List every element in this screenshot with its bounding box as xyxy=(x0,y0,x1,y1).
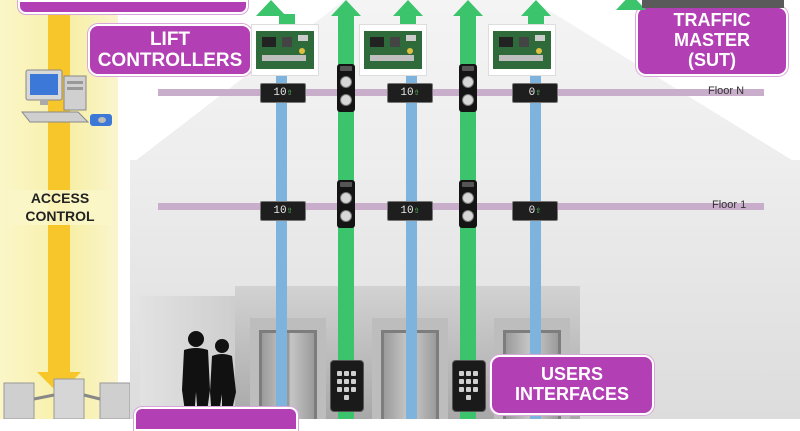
computer-icon xyxy=(18,68,118,138)
floor-indicator: 0⇧ xyxy=(512,201,558,221)
access-control-arrow xyxy=(48,0,70,378)
up-arrow-icon: ⇧ xyxy=(413,88,420,99)
down-call-button[interactable] xyxy=(340,210,352,222)
down-call-button[interactable] xyxy=(462,94,474,106)
up-arrow-icon: ⇧ xyxy=(286,88,293,99)
traffic-master-line-3: (SUT) xyxy=(687,49,736,70)
hall-call-panel[interactable] xyxy=(459,180,477,228)
floor-indicator-value: 0 xyxy=(528,205,536,217)
users-interfaces-label: USERS INTERFACES xyxy=(490,355,654,415)
green-arrow-head xyxy=(616,0,646,10)
floor-indicator-value: 0 xyxy=(528,87,536,99)
lift-controllers-label: LIFT CONTROLLERS xyxy=(88,24,252,76)
traffic-master-device xyxy=(642,0,784,8)
up-arrow-icon: ⇧ xyxy=(286,206,293,217)
traffic-master-label: TRAFFIC MASTER (SUT) xyxy=(636,6,788,76)
up-call-button[interactable] xyxy=(462,192,474,204)
up-call-button[interactable] xyxy=(462,76,474,88)
traffic-master-line-1: TRAFFIC xyxy=(673,10,751,31)
floor-indicator-value: 10 xyxy=(273,87,287,99)
floor-indicator: 10⇧ xyxy=(260,83,306,103)
access-keypad[interactable] xyxy=(452,360,486,412)
down-call-button[interactable] xyxy=(462,210,474,222)
bottom-left-label xyxy=(134,407,298,431)
green-arrow-head xyxy=(521,0,551,16)
lift-shaft-blue xyxy=(530,70,541,419)
lift-controllers-line-2: CONTROLLERS xyxy=(97,50,243,71)
turnstile-icon xyxy=(0,375,131,420)
floor-indicator-value: 10 xyxy=(273,205,287,217)
lift-door xyxy=(259,330,317,419)
hall-call-panel[interactable] xyxy=(337,64,355,112)
green-arrow-head xyxy=(331,0,361,16)
floor-indicator: 10⇧ xyxy=(387,83,433,103)
floor-indicator-value: 10 xyxy=(400,205,414,217)
up-arrow-icon: ⇧ xyxy=(413,206,420,217)
access-control-line-2: CONTROL xyxy=(25,207,95,224)
lift-controllers-line-1: LIFT xyxy=(149,29,191,51)
access-keypad[interactable] xyxy=(330,360,364,412)
hall-call-panel[interactable] xyxy=(337,180,355,228)
floor-indicator: 0⇧ xyxy=(512,83,558,103)
lift-shaft-blue xyxy=(406,70,417,419)
down-call-button[interactable] xyxy=(340,94,352,106)
hall-call-panel[interactable] xyxy=(459,64,477,112)
access-control-line-1: ACCESS xyxy=(30,190,90,206)
green-arrow-head xyxy=(256,0,286,16)
green-arrow-head xyxy=(393,0,423,16)
top-left-label xyxy=(18,0,248,14)
up-arrow-icon: ⇧ xyxy=(535,206,542,217)
people-silhouette xyxy=(176,330,246,419)
up-arrow-icon: ⇧ xyxy=(535,88,542,99)
floor-indicator: 10⇧ xyxy=(387,201,433,221)
access-control-label: ACCESS CONTROL xyxy=(8,190,112,225)
floor-label-top: Floor N xyxy=(708,85,745,97)
green-arrow-head xyxy=(453,0,483,16)
up-call-button[interactable] xyxy=(340,192,352,204)
up-call-button[interactable] xyxy=(340,76,352,88)
floor-indicator-value: 10 xyxy=(400,87,414,99)
users-interfaces-line-1: USERS xyxy=(540,364,603,385)
users-interfaces-line-2: INTERFACES xyxy=(514,384,629,404)
traffic-master-line-2: MASTER xyxy=(673,30,750,51)
lift-shaft-blue xyxy=(276,70,287,419)
lift-controller-board xyxy=(359,24,427,76)
floor-indicator: 10⇧ xyxy=(260,201,306,221)
floor-label-bottom: Floor 1 xyxy=(712,199,747,211)
lift-controller-board xyxy=(251,24,319,76)
lift-controller-board xyxy=(488,24,556,76)
